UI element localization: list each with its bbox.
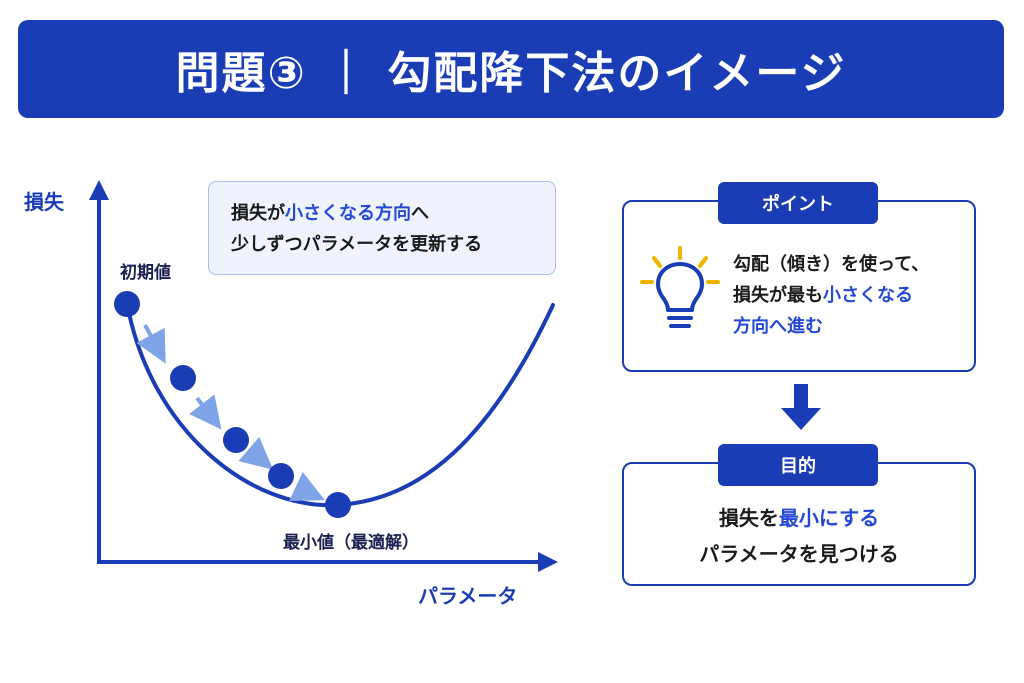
step-arrow <box>289 472 325 501</box>
point-line-1: 勾配（傾き）を使って、 <box>733 254 930 275</box>
x-axis <box>97 552 558 572</box>
goal-line-1: 損失を最小にする <box>718 506 880 530</box>
step-arrow <box>238 436 274 470</box>
point-tag: ポイント <box>718 182 878 224</box>
down-arrow-icon <box>781 384 821 430</box>
point-text: 勾配（傾き）を使って、 損失が最も小さくなる 方向へ進む <box>733 249 973 342</box>
explanation-note: 損失が小さくなる方向へ 少しずつパラメータを更新する <box>208 181 556 275</box>
minimum-value-label: 最小値（最適解） <box>283 533 419 553</box>
step-arrow <box>189 394 222 430</box>
goal-tag: 目的 <box>718 444 878 486</box>
goal-text: 損失を最小にする パラメータを見つける <box>622 500 976 572</box>
iteration-point <box>170 365 196 391</box>
x-axis-label: パラメータ <box>418 584 518 608</box>
y-axis-label: 損失 <box>24 190 64 214</box>
step-arrows <box>136 324 325 501</box>
point-line-2: 損失が最も小さくなる <box>733 285 913 306</box>
note-line-1: 損失が小さくなる方向へ <box>231 203 429 224</box>
iteration-point <box>268 463 294 489</box>
goal-line-2: パラメータを見つける <box>699 542 899 566</box>
step-arrow <box>136 324 166 364</box>
y-axis <box>89 180 109 562</box>
title-banner: 問題③ ｜ 勾配降下法のイメージ <box>18 20 1004 118</box>
point-line-3: 方向へ進む <box>733 316 823 337</box>
note-line-2: 少しずつパラメータを更新する <box>231 234 483 255</box>
initial-value-label: 初期値 <box>120 263 171 283</box>
point-card <box>622 200 976 372</box>
lightbulb-icon <box>640 246 720 328</box>
iteration-point <box>223 427 249 453</box>
minimum-point <box>325 492 351 518</box>
loss-curve <box>125 301 555 508</box>
initial-point <box>114 291 140 317</box>
page-title: 問題③ ｜ 勾配降下法のイメージ <box>175 48 847 99</box>
